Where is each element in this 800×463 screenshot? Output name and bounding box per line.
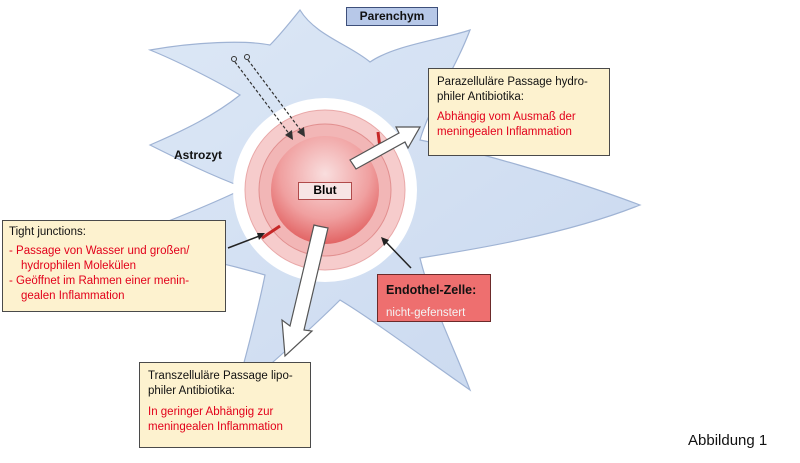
lipophilic-diffusion-arrows	[231, 54, 305, 140]
paracellular-detail: Abhängig vom Ausmaß der meningealen Infl…	[437, 111, 576, 138]
transcellular-arrow	[281, 224, 329, 358]
endothel-title: Endothel-Zelle:	[386, 283, 477, 297]
transcellular-title: Transzelluläre Passage lipo- philer Anti…	[148, 370, 293, 397]
tight-junction-left-marker	[261, 224, 281, 240]
tight-junction-pointer	[227, 234, 263, 249]
tight-junctions-item-2: Geöffnet im Rahmen einer menin- gealen I…	[9, 274, 219, 304]
paracellular-arrow	[349, 126, 422, 170]
tight-junctions-box: Tight junctions: Passage von Wasser und …	[2, 220, 226, 312]
astrozyt-label: Astrozyt	[174, 148, 223, 162]
paracellular-passage-box: Parazelluläre Passage hydro- philer Anti…	[428, 68, 610, 156]
figure-caption: Abbildung 1	[688, 432, 768, 449]
parenchym-label: Parenchym	[346, 7, 438, 26]
endothel-cell-box: Endothel-Zelle: nicht-gefenstert	[377, 274, 491, 322]
endothel-subtitle: nicht-gefenstert	[386, 307, 466, 319]
paracellular-title: Parazelluläre Passage hydro- philer Anti…	[437, 76, 588, 103]
transcellular-passage-box: Transzelluläre Passage lipo- philer Anti…	[139, 362, 311, 448]
tight-junctions-item-1: Passage von Wasser und großen/ hydrophil…	[9, 244, 219, 274]
endothel-pointer	[383, 239, 412, 269]
blut-label: Blut	[298, 182, 352, 200]
transcellular-detail: In geringer Abhängig zur meningealen Inf…	[148, 406, 283, 433]
tight-junctions-title: Tight junctions:	[9, 226, 86, 238]
